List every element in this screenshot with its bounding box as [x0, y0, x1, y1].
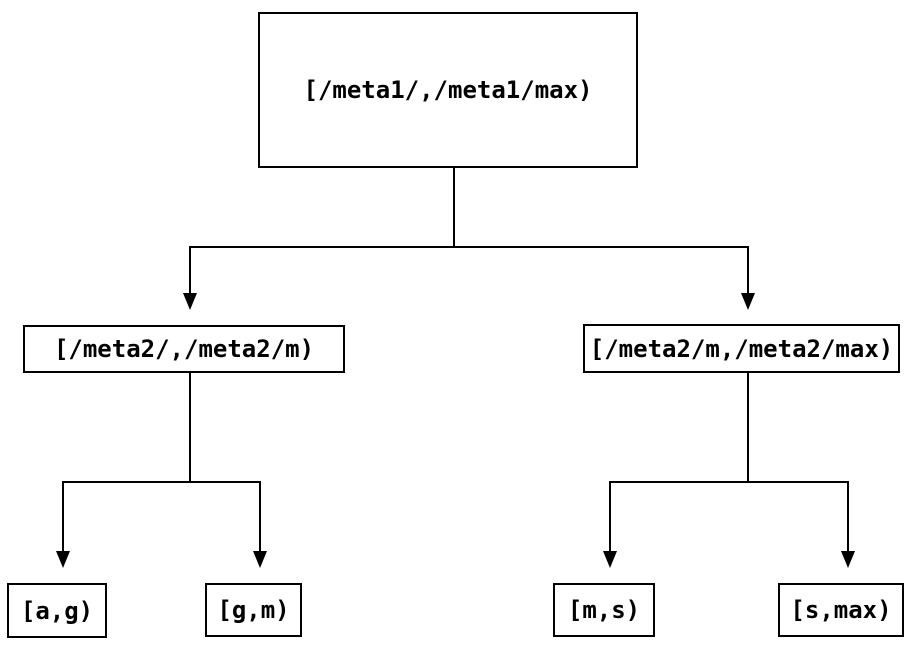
- arrowhead-leaf-ag: [56, 551, 70, 568]
- node-meta2-lower: [/meta2/,/meta2/m): [23, 325, 345, 373]
- arrowhead-leaf-gm: [253, 551, 267, 568]
- node-leaf-a-g: [a,g): [7, 583, 107, 638]
- node-root: [/meta1/,/meta1/max): [258, 12, 638, 168]
- arrowhead-mid-right: [741, 293, 755, 310]
- arrowhead-leaf-smax: [841, 551, 855, 568]
- node-leaf-m-s: [m,s): [553, 583, 655, 637]
- arrowhead-leaf-ms: [603, 551, 617, 568]
- node-leaf-g-m: [g,m): [205, 583, 302, 637]
- arrowhead-mid-left: [183, 293, 197, 310]
- node-meta2-upper: [/meta2/m,/meta2/max): [583, 324, 900, 373]
- node-leaf-s-max: [s,max): [778, 583, 904, 637]
